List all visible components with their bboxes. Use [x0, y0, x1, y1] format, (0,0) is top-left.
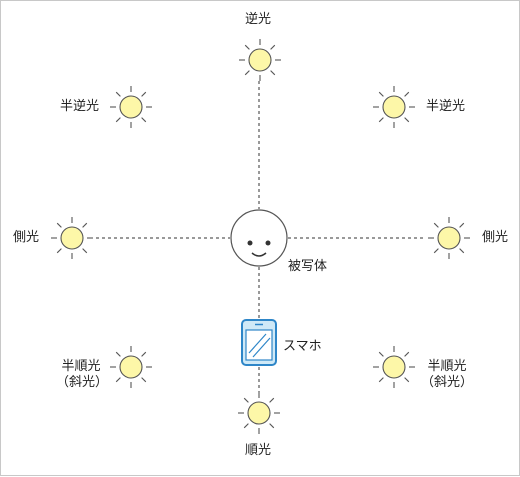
label-right: 側光	[482, 230, 509, 245]
face-icon	[230, 209, 288, 267]
label-bottom-left-line2: （斜光）	[56, 375, 109, 390]
label-top: 逆光	[245, 12, 272, 27]
sun-icon-bottom-left	[110, 346, 152, 388]
sun-icon-right	[428, 217, 470, 259]
smartphone-icon	[241, 319, 277, 366]
label-top-right: 半逆光	[426, 99, 466, 114]
sun-icon-left	[51, 217, 93, 259]
label-bottom: 順光	[245, 443, 272, 458]
sun-icon-bottom-right	[373, 346, 415, 388]
sun-icon-top	[239, 39, 281, 81]
label-left: 側光	[13, 230, 40, 245]
label-subject: 被写体	[288, 259, 328, 274]
sun-icon-bottom	[238, 392, 280, 434]
sun-icon-top-right	[373, 86, 415, 128]
label-bottom-right-line2: （斜光）	[421, 375, 474, 390]
sun-icon-top-left	[110, 86, 152, 128]
label-bottom-right: 半順光 （斜光）	[421, 359, 473, 391]
label-bottom-left: 半順光 （斜光）	[56, 359, 109, 391]
label-phone: スマホ	[283, 339, 322, 354]
label-bottom-left-line1: 半順光	[61, 359, 101, 374]
label-top-left: 半逆光	[60, 99, 100, 114]
label-bottom-right-line1: 半順光	[427, 359, 467, 374]
